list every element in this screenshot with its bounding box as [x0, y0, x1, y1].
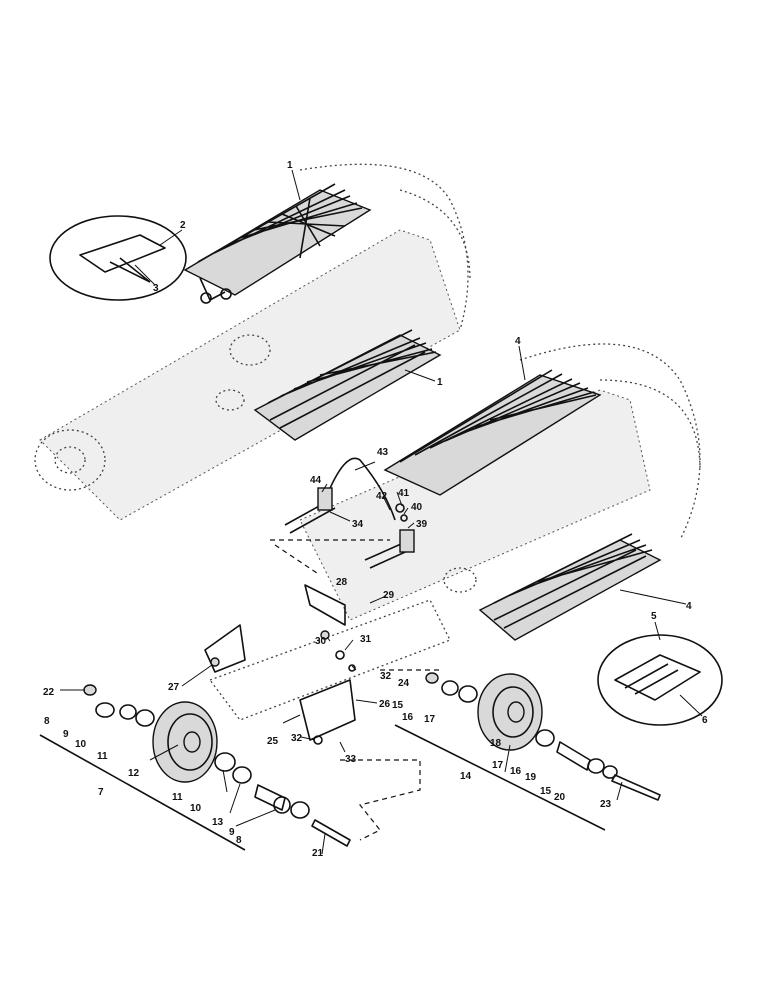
- track-shoe-set-lower-bottom: [478, 533, 662, 641]
- callout-27: 27: [168, 682, 180, 693]
- callout-1: 1: [287, 160, 293, 171]
- callout-30: 30: [315, 636, 327, 647]
- callout-4: 4: [515, 336, 521, 347]
- callout-17: 17: [424, 714, 436, 725]
- callout-9: 9: [229, 827, 235, 838]
- callout-11: 11: [172, 792, 183, 803]
- callout-20: 20: [554, 792, 566, 803]
- callout-43: 43: [377, 447, 389, 458]
- track-shoe-set-upper-bottom: [253, 329, 442, 441]
- callout-2: 2: [180, 220, 186, 231]
- callout-33: 33: [345, 754, 357, 765]
- idler-wheel-right: [394, 672, 661, 831]
- callout-32: 32: [291, 733, 303, 744]
- callout-15: 15: [540, 786, 552, 797]
- callout-19: 19: [525, 772, 537, 783]
- callout-14: 14: [460, 771, 472, 782]
- callout-leaders: [60, 169, 703, 855]
- callout-25: 25: [267, 736, 279, 747]
- callout-3: 3: [153, 283, 159, 294]
- callout-8: 8: [44, 716, 50, 727]
- callout-16: 16: [510, 766, 522, 777]
- callout-10: 10: [75, 739, 87, 750]
- callout-34: 34: [352, 519, 364, 530]
- callout-5: 5: [651, 611, 657, 622]
- callout-6: 6: [702, 715, 708, 726]
- track-shoe-set-upper-top: [183, 183, 372, 304]
- callout-24: 24: [398, 678, 410, 689]
- callout-28: 28: [336, 577, 348, 588]
- callout-44: 44: [310, 475, 322, 486]
- callout-4: 4: [686, 601, 692, 612]
- track-shoe-set-lower-top: [383, 369, 602, 496]
- callout-40: 40: [411, 502, 423, 513]
- recoil-bracket-assembly: [204, 584, 356, 745]
- assembly-guide-lines: [270, 539, 440, 841]
- callout-12: 12: [128, 768, 140, 779]
- callout-26: 26: [379, 699, 391, 710]
- callout-23: 23: [600, 799, 612, 810]
- callout-17: 17: [492, 760, 504, 771]
- callout-29: 29: [383, 590, 395, 601]
- callout-42: 42: [376, 491, 388, 502]
- idler-wheel-left: [39, 684, 351, 851]
- upper-track-frame: [34, 163, 471, 521]
- callout-7: 7: [98, 787, 104, 798]
- callout-1: 1: [437, 377, 443, 388]
- callout-9: 9: [63, 729, 69, 740]
- detail-view-shoe-bolt: [49, 215, 187, 301]
- callout-31: 31: [360, 634, 372, 645]
- detail-view-track-link: [597, 634, 723, 726]
- track-adjuster-assembly: [284, 457, 415, 569]
- callout-13: 13: [212, 817, 224, 828]
- callout-8: 8: [236, 835, 242, 846]
- callout-15: 15: [392, 700, 404, 711]
- callout-labels: 1 1 2 3 4 4 5 6 7 8 9 10 11 12 11 10 13 …: [43, 160, 708, 859]
- callout-22: 22: [43, 687, 55, 698]
- callout-39: 39: [416, 519, 428, 530]
- callout-21: 21: [312, 848, 324, 859]
- callout-11: 11: [97, 751, 108, 762]
- callout-16: 16: [402, 712, 414, 723]
- callout-18: 18: [490, 738, 502, 749]
- callout-10: 10: [190, 803, 202, 814]
- callout-32: 32: [380, 671, 392, 682]
- callout-41: 41: [398, 488, 410, 499]
